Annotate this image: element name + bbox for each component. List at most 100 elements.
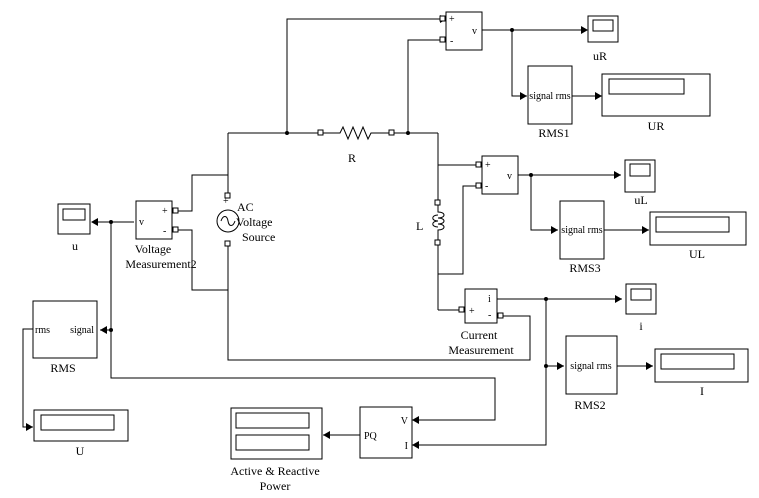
vm-uR-v: v — [472, 26, 477, 37]
scope-uL[interactable]: uL — [624, 159, 656, 207]
arrow-scope-uL — [614, 171, 621, 179]
pq-box — [359, 406, 413, 459]
scope-uR-label: uR — [593, 49, 607, 63]
arrow-pq-I — [412, 441, 419, 449]
display-U[interactable]: U — [33, 409, 129, 458]
resistor-symbol — [323, 125, 390, 141]
scope-u-screen — [62, 208, 86, 221]
junction — [406, 131, 410, 135]
junction — [109, 328, 113, 332]
rms1-ports: signal rms — [529, 91, 570, 102]
sine-icon — [220, 216, 236, 226]
ac-source-label-2: Voltage — [236, 215, 272, 229]
arrow-scope-uR — [581, 26, 588, 34]
cm-box — [464, 288, 498, 324]
display-UL-label: UL — [689, 247, 705, 261]
rms-block[interactable]: rms signal RMS — [32, 300, 98, 375]
cm-label-2: Measurement — [448, 343, 514, 357]
ac-source-label-1: AC — [237, 200, 254, 214]
wire-to-vm-uL-minus — [438, 185, 478, 275]
rms2-block[interactable]: signal rms RMS2 — [565, 335, 618, 412]
rms-label: RMS — [50, 361, 75, 375]
wire-vm2-to-pq-V — [110, 330, 496, 421]
port-terminal — [388, 129, 395, 136]
voltage-measurement-uR[interactable]: + - v — [439, 11, 483, 51]
power-display-field-1 — [235, 412, 310, 429]
rms2-box — [565, 335, 618, 395]
scope-i-screen — [630, 288, 652, 301]
vm2-label-1: Voltage — [135, 242, 171, 256]
wire-node-to-vm-uR-minus — [407, 39, 440, 133]
junction — [529, 173, 533, 177]
rms-out-port: signal — [70, 325, 94, 336]
scope-uR[interactable]: uR — [587, 15, 619, 63]
cm-label-1: Current — [461, 328, 498, 342]
vm2-label-2: Measurement2 — [125, 257, 196, 271]
vm-uL-minus: - — [485, 181, 488, 192]
vm-uR-box — [445, 11, 483, 51]
wire-vm-uR-to-rms1 — [511, 30, 527, 97]
resistor-R[interactable]: R — [317, 125, 395, 165]
junction — [544, 364, 548, 368]
voltage-measurement-2[interactable]: + - v Voltage Measurement2 — [125, 200, 197, 271]
display-I[interactable]: I — [654, 348, 749, 398]
scope-uR-screen — [592, 19, 614, 32]
port-terminal — [434, 199, 441, 206]
scope-i[interactable]: i — [625, 283, 657, 333]
junctions — [109, 28, 548, 368]
inductor-coil-back — [432, 214, 439, 228]
vm2-box — [135, 200, 173, 240]
port-terminal — [439, 36, 446, 43]
junction — [510, 28, 514, 32]
port-terminal — [434, 239, 441, 246]
cm-i: i — [488, 294, 491, 305]
inductor-L[interactable]: L — [416, 199, 445, 246]
power-display-field-2 — [235, 434, 310, 451]
port-terminal — [475, 182, 482, 189]
arrow-power-display — [323, 431, 330, 439]
current-measurement[interactable]: + - i Current Measurement — [448, 288, 514, 357]
display-UR-field — [608, 78, 685, 95]
arrow-scope-i — [615, 295, 622, 303]
ac-voltage-source[interactable]: + AC Voltage Source — [216, 192, 275, 247]
pq-v-port: V — [401, 416, 409, 427]
vm2-v: v — [139, 217, 144, 228]
inductor-label: L — [416, 219, 423, 233]
pq-out-port: PQ — [364, 431, 378, 442]
pq-block[interactable]: PQ V I — [359, 406, 413, 459]
display-UR[interactable]: UR — [601, 73, 711, 133]
power-display-label-1: Active & Reactive — [230, 464, 319, 478]
cm-minus: - — [488, 310, 491, 321]
rms3-block[interactable]: signal rms RMS3 — [559, 200, 605, 275]
display-UR-label: UR — [648, 119, 665, 133]
rms1-block[interactable]: signal rms RMS1 — [527, 65, 573, 140]
junction — [109, 220, 113, 224]
display-U-label: U — [76, 444, 85, 458]
port-terminal — [172, 226, 179, 233]
ac-plus: + — [223, 196, 229, 207]
rms2-label: RMS2 — [574, 398, 605, 412]
vm-uL-box — [481, 155, 519, 195]
vm2-minus: - — [163, 226, 166, 237]
wire-vm2-minus — [178, 229, 228, 291]
power-display[interactable]: Active & Reactive Power — [230, 407, 323, 493]
arrow-U — [26, 423, 33, 431]
scope-u[interactable]: u — [57, 203, 91, 253]
wire-bottom-return — [227, 244, 531, 361]
rms3-ports: signal rms — [561, 225, 602, 236]
rms-in-port: rms — [35, 325, 50, 336]
arrow-scope-u — [91, 218, 98, 226]
scope-uL-screen — [629, 163, 651, 177]
display-UL-field — [655, 216, 730, 233]
port-terminal — [317, 129, 324, 136]
resistor-label: R — [348, 151, 356, 165]
port-terminal — [224, 240, 231, 247]
arrow-pq-V — [412, 416, 419, 424]
arrow-rms — [100, 326, 107, 334]
voltage-measurement-uL[interactable]: + - v — [475, 155, 519, 195]
port-terminal — [224, 192, 231, 199]
display-UL[interactable]: UL — [649, 211, 747, 261]
scope-i-label: i — [639, 319, 643, 333]
display-I-field — [660, 353, 735, 370]
